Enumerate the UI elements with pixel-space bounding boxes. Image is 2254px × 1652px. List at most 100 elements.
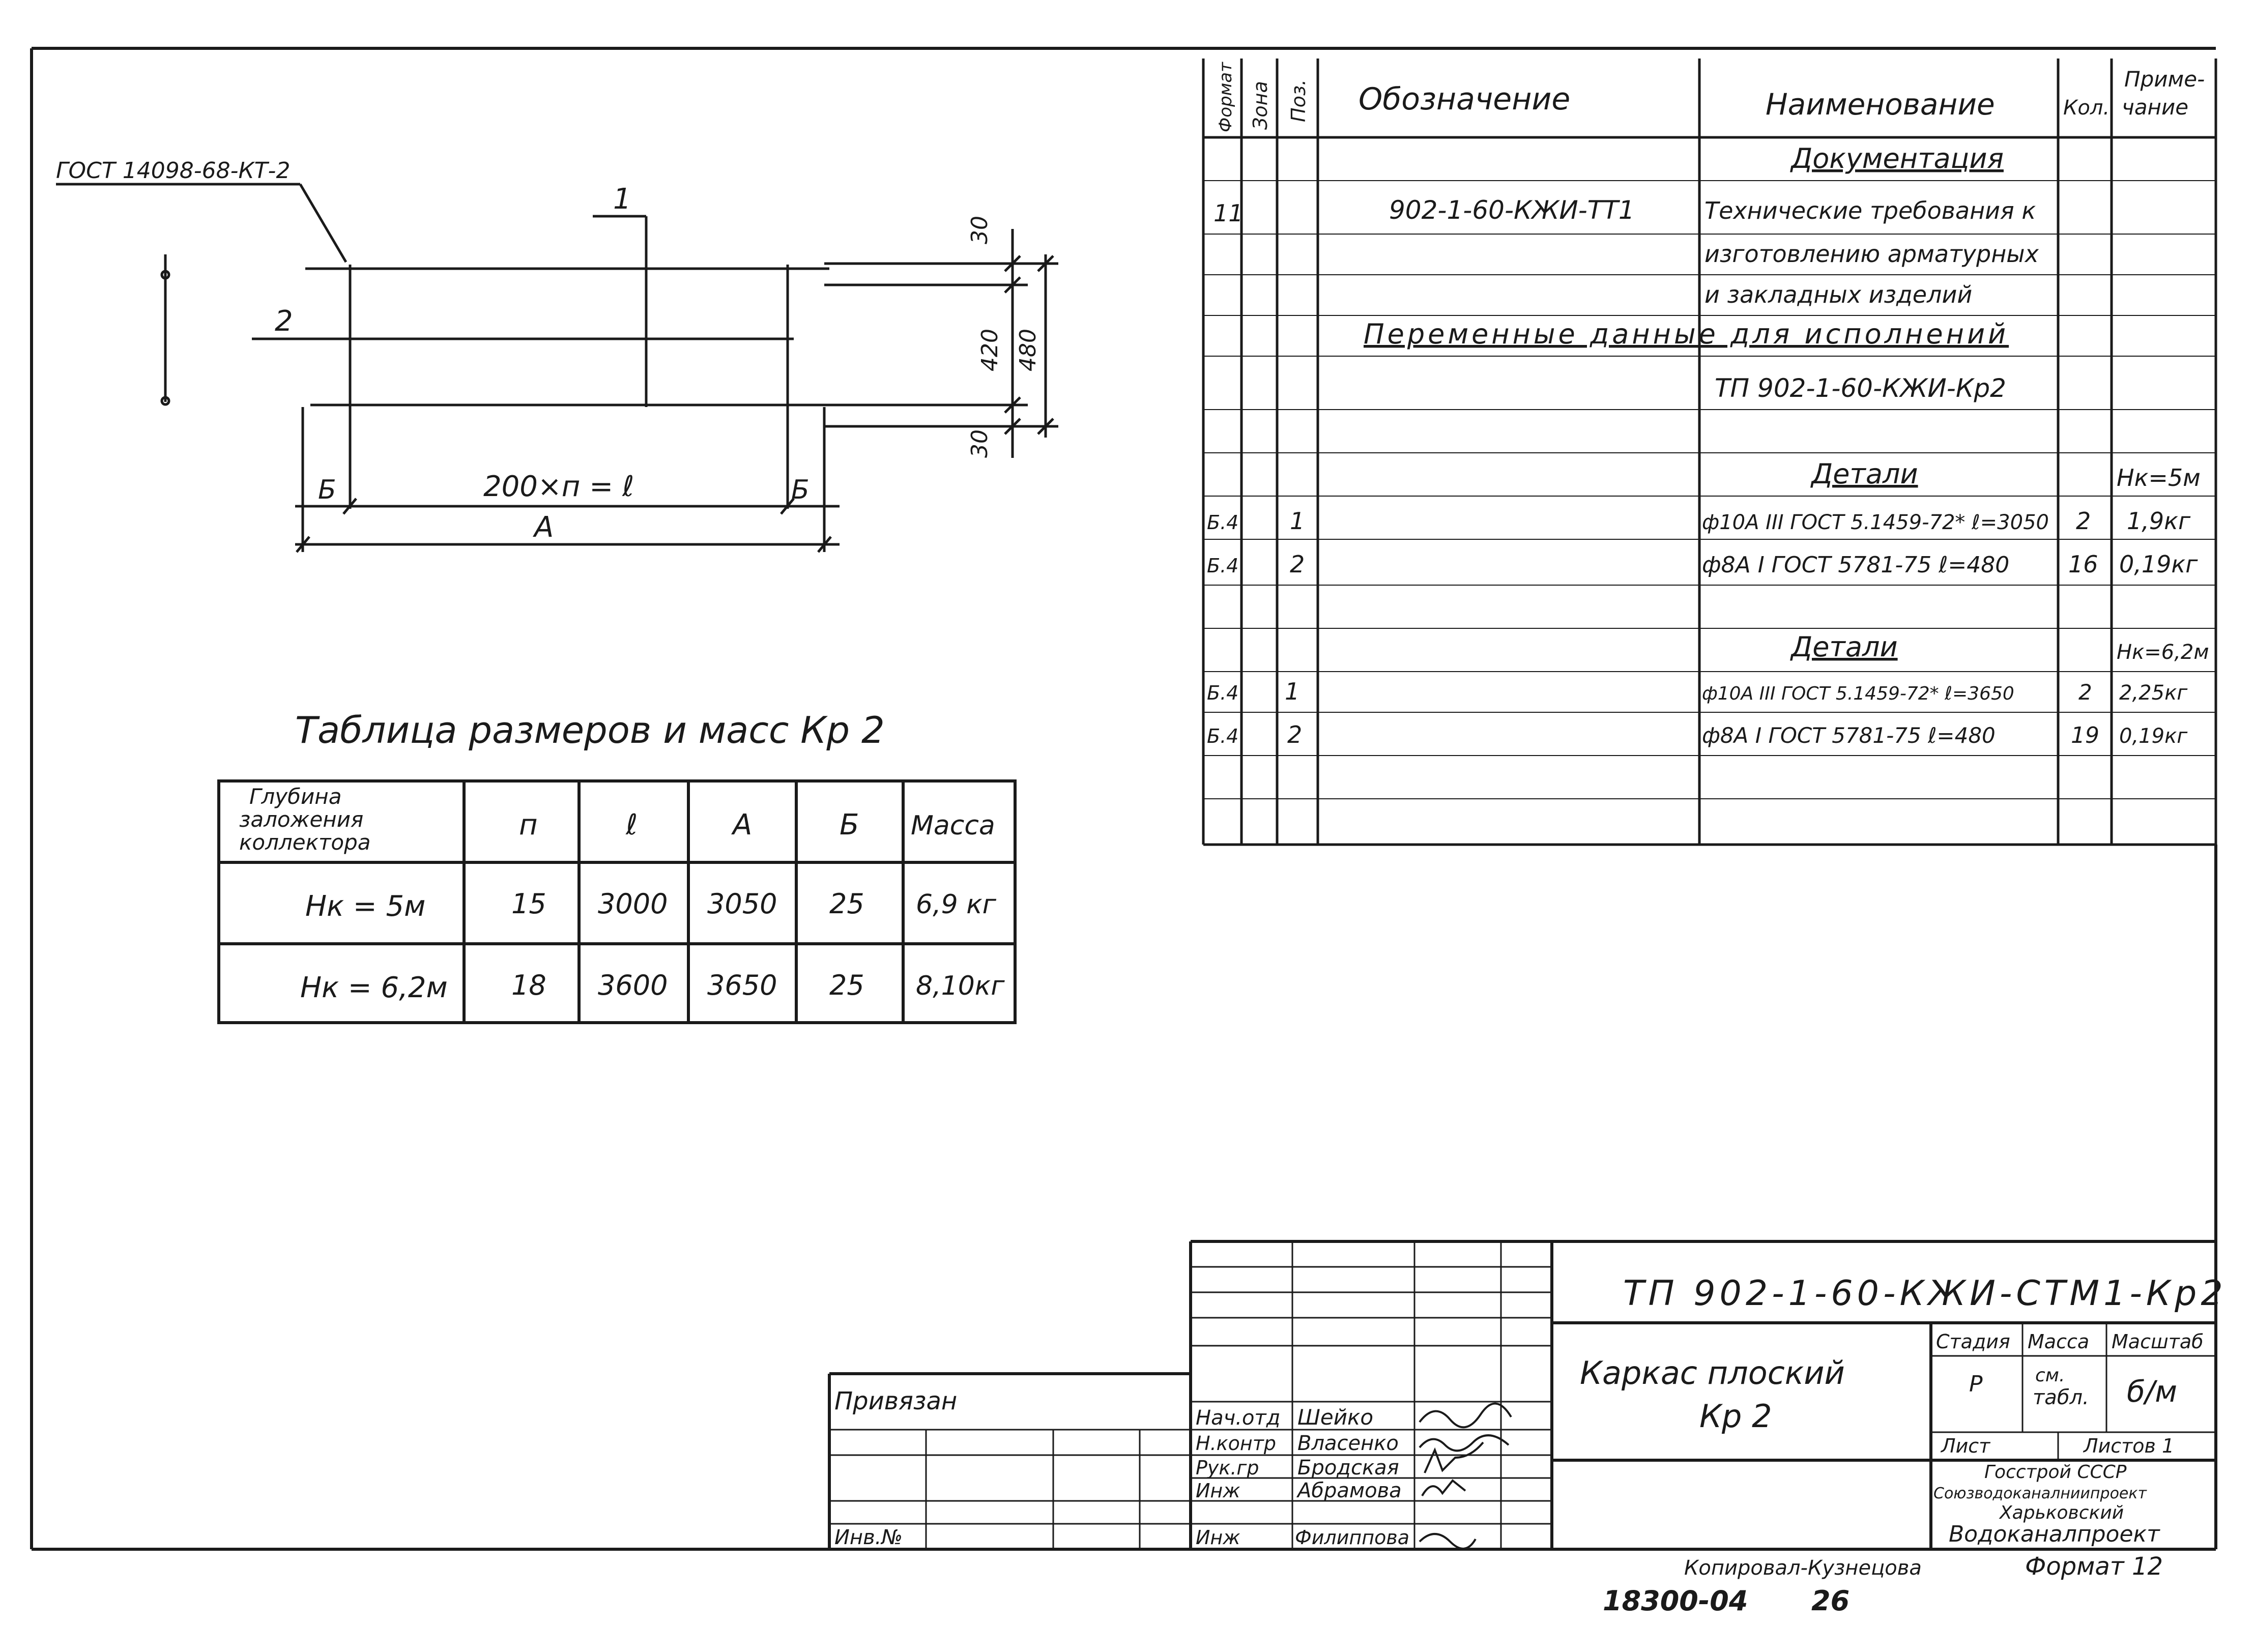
d1-r2-pos: 2: [1290, 550, 1305, 578]
row1-a: 3050: [707, 888, 777, 920]
role-3-name: Бродская: [1297, 1456, 1399, 1480]
dim-b-right: Б: [791, 475, 810, 505]
org-line-4: Водоканалпроект: [1949, 1521, 2160, 1547]
row2-l: 3600: [598, 969, 668, 1001]
d1-r1-format: Б.4: [1207, 511, 1238, 534]
format-label: Формат 12: [2025, 1552, 2163, 1581]
variable-data-heading: Переменные данные для исполнений: [1364, 318, 2009, 350]
d1-r1-note: 1,9кг: [2127, 507, 2191, 535]
gost-note: ГОСТ 14098-68-КТ-2: [56, 158, 290, 184]
role-5: Инж: [1196, 1526, 1240, 1549]
spec-header-name: Наименование: [1766, 87, 1995, 122]
details-2-note: Нк=6,2м: [2117, 641, 2209, 664]
row1-n: 15: [511, 888, 546, 920]
header-b: Б: [840, 808, 859, 842]
mass-value-1: см.: [2035, 1365, 2065, 1386]
document-name-line-1: Каркас плоский: [1580, 1354, 1845, 1392]
size-table: Таблица размеров и масс Кр 2 Глубина зал…: [217, 709, 1017, 1024]
role-3: Рук.гр: [1196, 1457, 1259, 1479]
section-documentation: Документация: [1790, 142, 2004, 175]
row2-a: 3650: [707, 969, 777, 1001]
inventory-label: Инв.№: [834, 1526, 903, 1549]
dim-30-bottom: 30: [967, 429, 993, 458]
spec-header-qty: Кол.: [2063, 96, 2109, 120]
org-line-3: Харьковский: [1999, 1502, 2124, 1523]
document-code: ТП 902-1-60-КЖИ-СТМ1-Кр2: [1623, 1273, 2227, 1314]
depth-header-line-2: заложения: [239, 807, 363, 832]
details-2-heading: Детали: [1790, 631, 1898, 663]
mass-value-2: табл.: [2033, 1386, 2089, 1409]
sheets-label: Листов 1: [2083, 1435, 2174, 1457]
d2-r1-qty: 2: [2078, 680, 2092, 705]
row2-mass: 8,10кг: [916, 971, 1005, 1001]
d2-r1-name: ф10А III ГОСТ 5.1459-72* ℓ=3650: [1702, 683, 2014, 704]
d2-r2-name: ф8А I ГОСТ 5781-75 ℓ=480: [1702, 723, 1996, 748]
dim-span: 200×п = ℓ: [483, 470, 634, 503]
d1-r1-qty: 2: [2076, 507, 2091, 535]
scale-value: б/м: [2127, 1374, 2177, 1409]
docs-name-line-1: Технические требования к: [1704, 197, 2036, 224]
role-4-name: Абрамова: [1296, 1479, 1402, 1502]
org-line-2: Союзводоканалниипроект: [1933, 1485, 2148, 1502]
dim-b-left: Б: [318, 475, 336, 505]
docs-name-line-2: изготовлению арматурных: [1704, 240, 2039, 268]
bound-label: Привязан: [834, 1387, 957, 1415]
header-n: п: [519, 808, 538, 842]
role-1-name: Шейко: [1297, 1405, 1373, 1430]
spec-header-note-2: чание: [2122, 95, 2188, 120]
row1-mass: 6,9 кг: [916, 889, 997, 920]
d1-r2-qty: 16: [2068, 550, 2098, 578]
d1-r2-name: ф8А I ГОСТ 5781-75 ℓ=480: [1702, 552, 2009, 578]
footer: Копировал-Кузнецова Формат 12 18300-04 2…: [1603, 1552, 2163, 1617]
docs-designation: 902-1-60-КЖИ-ТТ1: [1389, 195, 1635, 225]
row2-n: 18: [511, 969, 546, 1001]
d2-r1-format: Б.4: [1207, 682, 1238, 704]
d2-r1-pos: 1: [1285, 678, 1299, 705]
stage-label: Стадия: [1936, 1330, 2010, 1353]
archive-number: 18300-04: [1603, 1585, 1748, 1617]
size-table-title: Таблица размеров и масс Кр 2: [295, 709, 885, 751]
details-1-note: Нк=5м: [2117, 464, 2201, 491]
docs-name-line-3: и закладных изделий: [1704, 281, 1972, 308]
sheet-label: Лист: [1940, 1435, 1991, 1457]
d1-r2-note: 0,19кг: [2119, 550, 2198, 578]
signatures: [1419, 1402, 1512, 1550]
d2-r1-note: 2,25кг: [2119, 681, 2188, 705]
copied-by: Копировал-Кузнецова: [1684, 1556, 1922, 1580]
docs-format: 11: [1213, 199, 1244, 227]
role-2: Н.контр: [1196, 1432, 1276, 1455]
header-mass: Масса: [911, 810, 995, 841]
row2-depth: Нк = 6,2м: [300, 971, 448, 1004]
position-2-label: 2: [275, 305, 293, 338]
spec-header-pos: Поз.: [1287, 79, 1310, 122]
row2-b: 25: [829, 969, 864, 1001]
row1-l: 3000: [598, 888, 668, 920]
dim-480: 480: [1015, 329, 1041, 371]
dim-30-top: 30: [967, 216, 993, 244]
depth-header-line-1: Глубина: [249, 784, 342, 809]
document-name-line-2: Кр 2: [1699, 1398, 1772, 1435]
header-a: А: [731, 808, 752, 842]
stage-value: Р: [1969, 1371, 1983, 1397]
dim-a: А: [533, 511, 554, 544]
spec-header-format: Формат: [1216, 62, 1236, 132]
variant-name: ТП 902-1-60-КЖИ-Кр2: [1715, 373, 2006, 403]
role-4: Инж: [1196, 1480, 1240, 1502]
spec-header-zone: Зона: [1249, 81, 1272, 130]
d2-r2-qty: 19: [2071, 722, 2099, 748]
details-1-heading: Детали: [1810, 458, 1918, 490]
spec-header-note-1: Приме-: [2124, 67, 2205, 92]
position-1-label: 1: [613, 183, 631, 216]
scale-label: Масштаб: [2112, 1330, 2204, 1353]
d2-r2-format: Б.4: [1207, 725, 1238, 747]
mass-label: Масса: [2028, 1330, 2089, 1353]
spec-header-designation: Обозначение: [1359, 81, 1570, 117]
d2-r2-note: 0,19кг: [2119, 724, 2188, 748]
row1-depth: Нк = 5м: [305, 890, 425, 923]
row1-b: 25: [829, 888, 864, 920]
role-5-name: Филиппова: [1295, 1526, 1409, 1549]
spec-table: Формат Зона Поз. Обозначение Наименовани…: [1202, 59, 2217, 846]
cage-drawing: ГОСТ 14098-68-КТ-2 1 2 30 420 480 30 Б Б…: [56, 158, 1058, 553]
d1-r1-name: ф10А III ГОСТ 5.1459-72* ℓ=3050: [1702, 511, 2049, 534]
